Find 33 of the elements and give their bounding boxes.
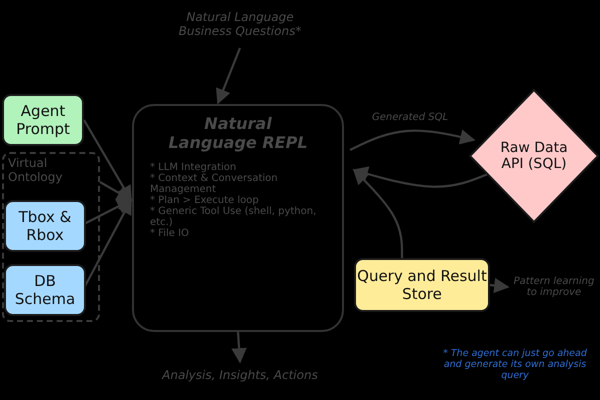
arrow [84,199,132,225]
bullet-item: * Generic Tool Use (shell, python, etc.) [150,206,318,228]
process-box [354,258,490,312]
box-label: Agent Prompt [15,102,71,138]
box-label: DB Schema [14,272,76,308]
text-label: Analysis, Insights, Actions [162,368,318,382]
process-box [4,264,86,316]
box-label: Query and Result Store [356,267,488,303]
bullet-item: * Context & Conversation Management [150,173,279,195]
arrow [490,278,510,294]
text-label: Natural Language Business Questions* [178,10,302,38]
process-box [132,104,344,332]
edge-label: Generated SQL [370,112,450,123]
decision-diamond [468,88,600,224]
arrow [83,119,132,202]
arrow [352,166,488,188]
group-box [2,152,100,322]
text-label: Pattern learning to improve [512,276,596,298]
arrow [216,48,242,104]
bullet-item: * File IO [150,228,189,239]
box-heading: Natural Language REPL [167,114,309,152]
bullet-item: * Plan > Execute loop [150,195,259,206]
bullet-item: * LLM Integration [150,162,236,173]
arrow [231,332,247,364]
group-title: Virtual Ontology [8,156,64,184]
process-box [4,200,86,252]
arrow [352,168,404,258]
arrow [99,181,132,201]
box-label: Raw Data API (SQL) [499,140,569,172]
arrow [350,129,476,151]
box-label: Tbox & Rbox [18,208,72,244]
process-box [2,94,84,146]
footnote: * The agent can just go ahead and generate its own analysis query [442,348,588,381]
